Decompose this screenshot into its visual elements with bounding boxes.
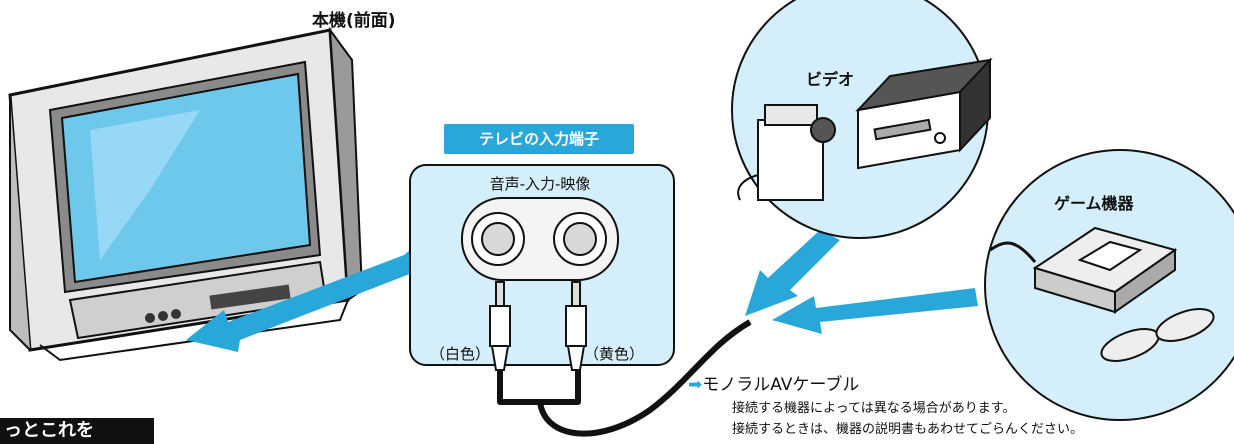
note-line-1: 接続する機器によっては異なる場合があります。 xyxy=(732,401,1016,416)
tv-title: 本機(前面) xyxy=(312,11,396,31)
section-heading-cutoff: っとこれを xyxy=(0,418,154,444)
av-cable xyxy=(497,319,752,437)
camcorder-icon xyxy=(737,104,836,201)
note-line-2: 接続するときは、機器の説明書もあわせてごらんください。 xyxy=(732,422,1084,437)
video-devices-bubble xyxy=(731,0,993,239)
arrow-from-game xyxy=(772,288,978,334)
gamepad-icon xyxy=(1100,308,1215,362)
vcr-icon xyxy=(855,57,993,170)
rca-plug-icon xyxy=(489,281,587,371)
arrow-to-tv xyxy=(186,250,420,352)
video-device-label: ビデオ xyxy=(806,70,855,89)
white-plug-label: （白色） xyxy=(430,345,491,363)
cable-name: ➡モノラルAVケーブル xyxy=(688,370,859,395)
arrow-right-icon: ➡ xyxy=(688,375,703,395)
input-terminal-caption: 音声-入力-映像 xyxy=(489,175,591,193)
game-device-label: ゲーム機器 xyxy=(1054,194,1134,213)
input-terminal-panel xyxy=(409,164,675,366)
tv-icon xyxy=(8,26,364,362)
video-jack-icon xyxy=(553,212,607,266)
arrow-from-video xyxy=(745,230,840,316)
input-terminal-heading: テレビの入力端子 xyxy=(444,124,634,154)
game-console-icon xyxy=(1032,226,1178,314)
audio-jack-icon xyxy=(471,212,525,266)
signal-arrows xyxy=(186,230,978,352)
cable-name-text: モノラルAVケーブル xyxy=(702,375,860,395)
yellow-plug-label: （黄色） xyxy=(584,345,645,363)
game-devices-bubble xyxy=(984,149,1234,421)
